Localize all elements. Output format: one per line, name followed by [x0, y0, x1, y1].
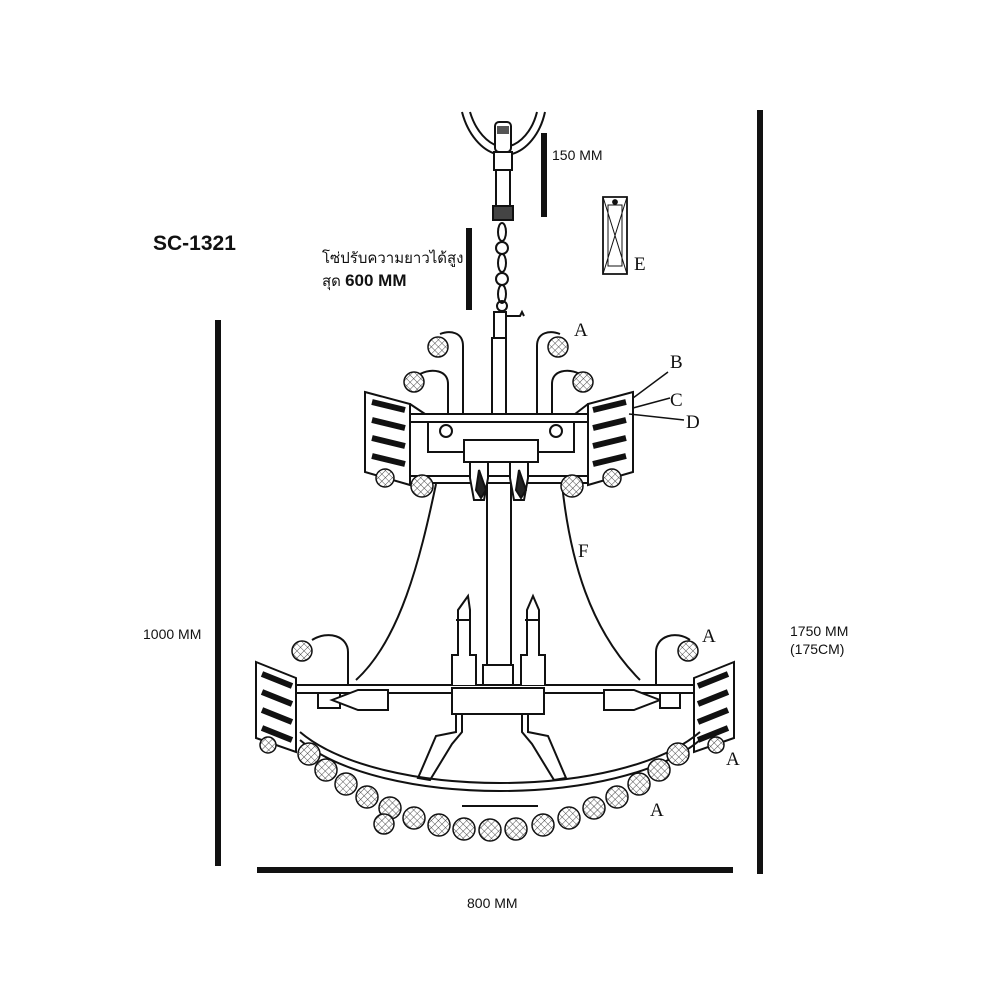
part-label-e: E — [634, 254, 646, 275]
crystal-drops — [259, 336, 725, 842]
part-label-a-side: A — [726, 749, 740, 770]
lower-right-shade — [693, 660, 735, 754]
upper-tier — [364, 331, 634, 501]
chain-dimension-line — [466, 228, 472, 310]
lower-tier — [255, 593, 735, 807]
body-height-dimension-line — [215, 320, 221, 866]
part-label-d: D — [686, 412, 700, 433]
part-label-a-lower-arm: A — [702, 626, 716, 647]
part-label-f: F — [578, 541, 589, 562]
central-stem — [482, 309, 525, 688]
width-label: 800 MM — [467, 895, 518, 911]
total-height-label: 1750 MM (175CM) — [790, 622, 848, 658]
part-leaders — [628, 371, 685, 421]
upper-left-shade — [364, 390, 426, 487]
total-height-line2: (175CM) — [790, 641, 845, 657]
hanging-chain — [495, 222, 509, 312]
part-label-b: B — [670, 352, 683, 373]
upper-right-shade — [574, 390, 634, 487]
prism-crystal — [602, 196, 628, 275]
total-height-dimension-line — [757, 110, 763, 874]
chain-adjustable-note: โซ่ปรับความยาวได้สูง สุด 600 MM — [322, 248, 464, 293]
canopy-dimension-label: 150 MM — [552, 147, 603, 163]
chain-note-line2: สุด 600 MM — [322, 270, 464, 293]
part-label-a-upper: A — [574, 320, 588, 341]
chain-note-line1: โซ่ปรับความยาวได้สูง — [322, 250, 464, 267]
chain-note-value: 600 MM — [345, 271, 407, 290]
lower-left-shade — [255, 660, 297, 754]
part-label-c: C — [670, 390, 683, 411]
canopy-dimension-line — [541, 133, 547, 217]
chain-note-prefix: สุด — [322, 273, 346, 290]
total-height-line1: 1750 MM — [790, 623, 849, 639]
model-code: SC-1321 — [153, 232, 236, 255]
width-dimension-line — [257, 867, 733, 873]
dimension-lines — [215, 110, 763, 874]
part-label-a-hoop: A — [650, 800, 664, 821]
body-height-label: 1000 MM — [143, 626, 202, 642]
support-curves — [355, 483, 641, 681]
ceiling-canopy — [461, 111, 546, 221]
